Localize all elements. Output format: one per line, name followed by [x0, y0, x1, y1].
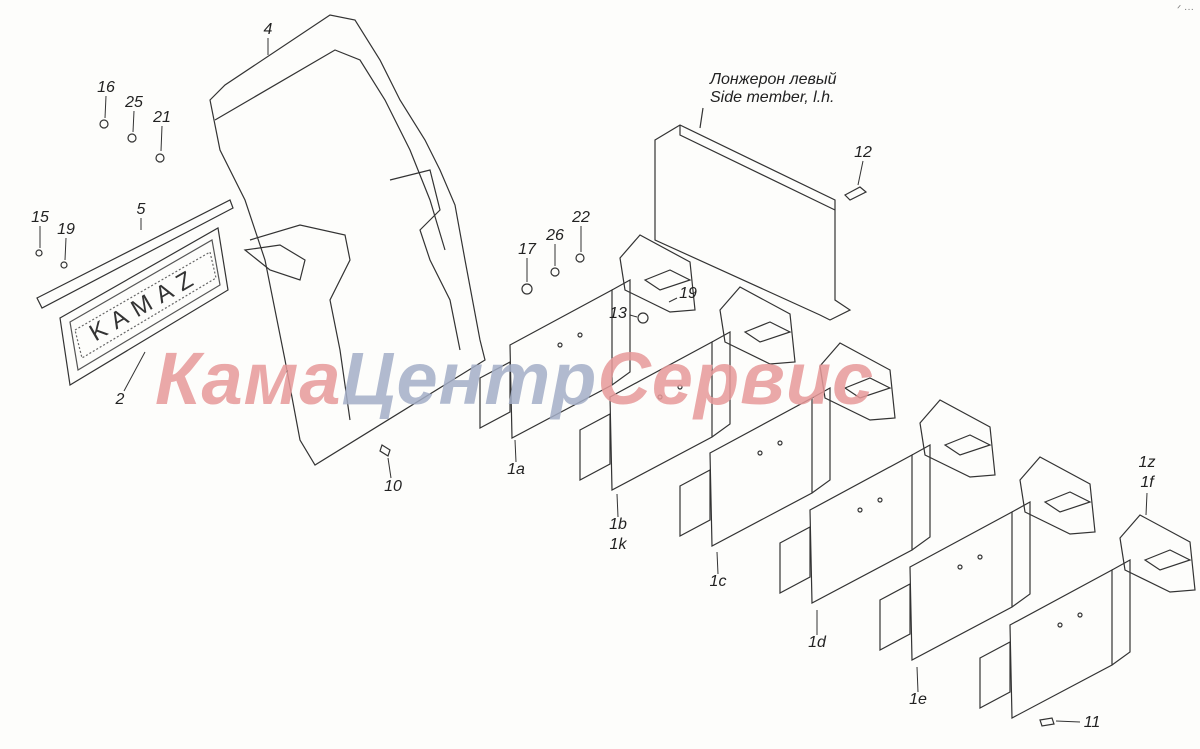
side-member-label-en: Side member, l.h. [710, 89, 835, 106]
leader-lines [39, 38, 1148, 723]
watermark: КамаЦентрСервис [155, 342, 874, 416]
callout-13: 13 [609, 305, 627, 322]
callout-11: 11 [1083, 714, 1101, 731]
callout-25: 25 [125, 94, 143, 111]
callout-1z: 1z [1138, 454, 1156, 471]
side-member-label-ru: Лонжерон левый [710, 71, 837, 88]
callout-21: 21 [153, 109, 171, 126]
callout-19-right: 19 [679, 285, 697, 302]
mudflap-part-2 [59, 227, 229, 386]
callout-12: 12 [854, 144, 872, 161]
callout-2: 2 [115, 391, 125, 408]
callout-17: 17 [518, 241, 536, 258]
callout-1e: 1e [909, 691, 927, 708]
callout-5: 5 [136, 201, 146, 218]
callout-1f: 1f [1140, 474, 1154, 491]
watermark-part1: Кама [155, 337, 342, 420]
callout-15: 15 [31, 209, 49, 226]
callout-19-left: 19 [57, 221, 75, 238]
callout-1b: 1b [609, 516, 627, 533]
callout-4: 4 [263, 21, 273, 38]
callout-1a: 1a [507, 461, 525, 478]
callout-16: 16 [97, 79, 115, 96]
corner-mark: ᐟ ··· [1176, 4, 1194, 15]
fender-part-4 [209, 14, 486, 466]
callout-1k: 1k [609, 536, 627, 553]
callout-10: 10 [384, 478, 402, 495]
callout-26: 26 [546, 227, 564, 244]
callout-1d: 1d [808, 634, 826, 651]
callout-22: 22 [572, 209, 590, 226]
callout-1c: 1c [709, 573, 727, 590]
side-member [654, 107, 852, 321]
watermark-part3: Сервис [597, 337, 875, 420]
watermark-part2: Центр [341, 337, 598, 420]
strip-part-5 [36, 199, 234, 309]
